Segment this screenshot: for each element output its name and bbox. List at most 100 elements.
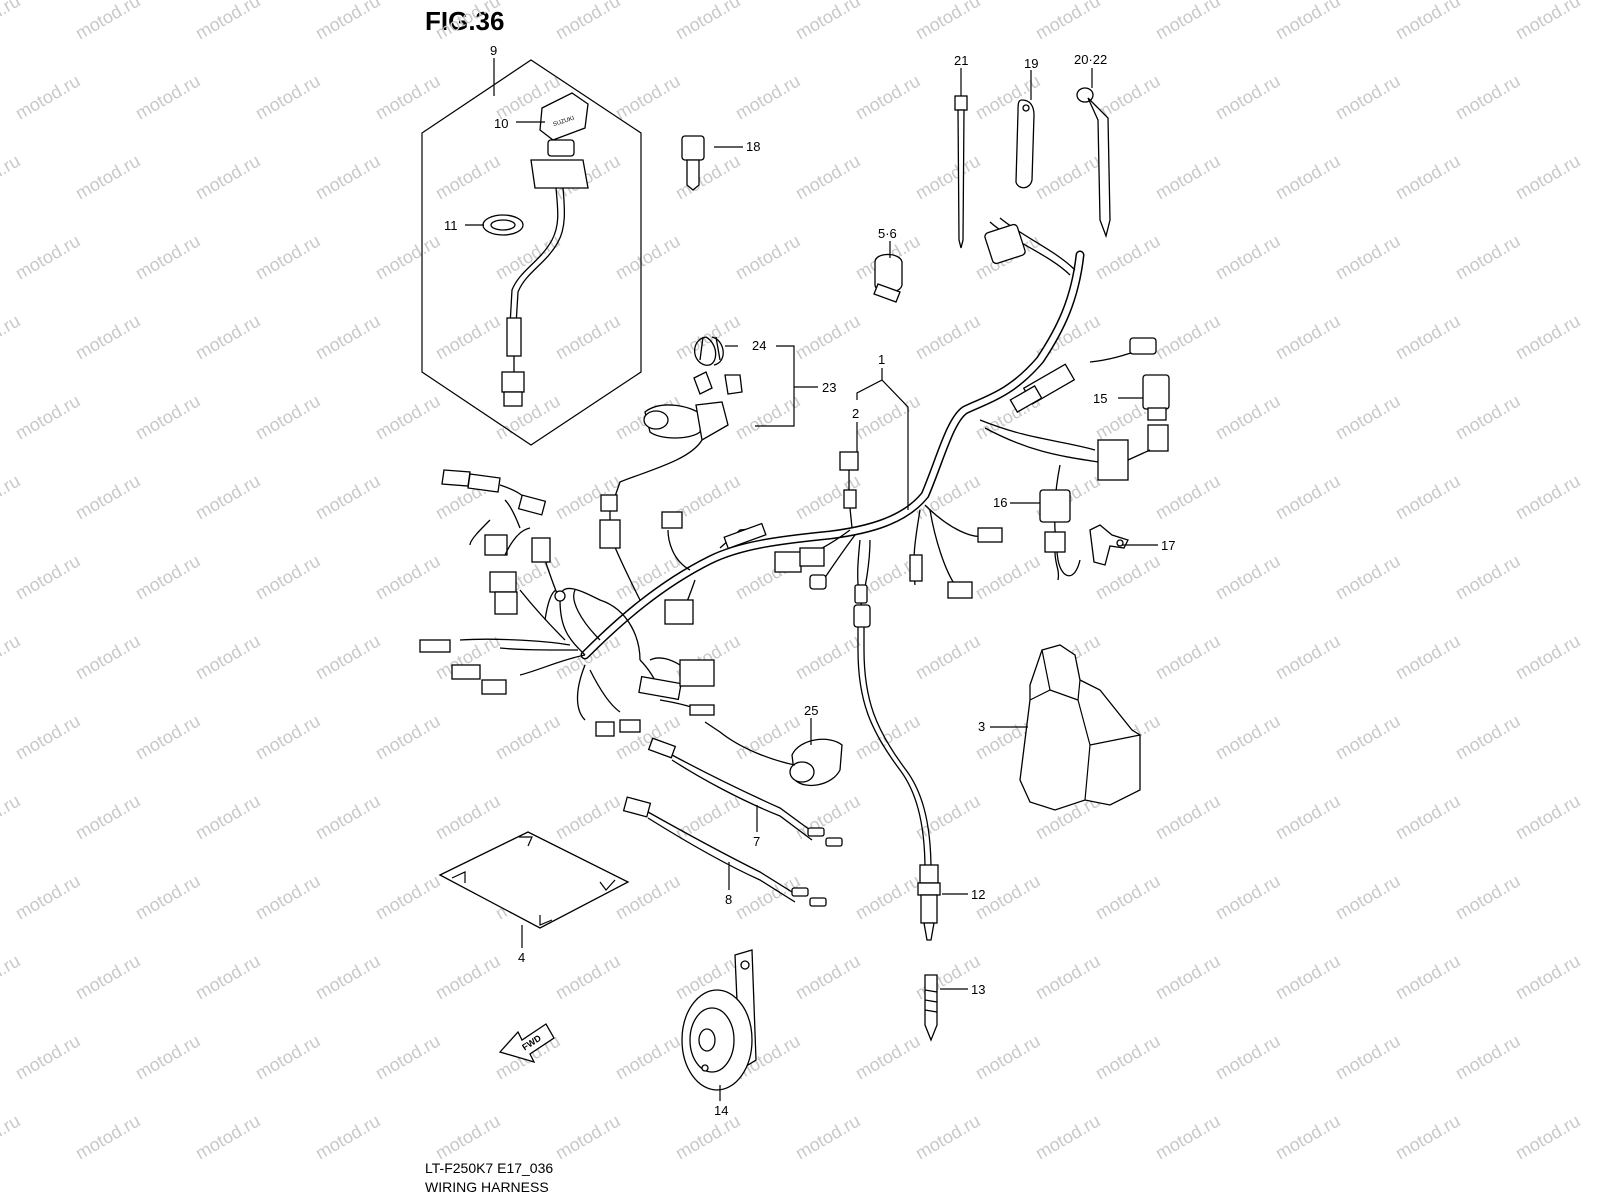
watermark-text: motod.ru <box>1152 311 1224 364</box>
clamp-19 <box>1015 99 1035 189</box>
watermark-text: motod.ru <box>492 391 564 444</box>
callout-3: 3 <box>978 719 985 734</box>
watermark-text: motod.ru <box>1092 1031 1164 1084</box>
watermark-text: motod.ru <box>1212 71 1284 124</box>
diagram-subtitle: WIRING HARNESS <box>425 1179 549 1195</box>
clamp-5-6 <box>873 253 903 303</box>
watermark-text: motod.ru <box>1392 791 1464 844</box>
callout-4: 4 <box>518 950 525 965</box>
watermark-text: motod.ru <box>1392 951 1464 1004</box>
watermark-text: motod.ru <box>792 151 864 204</box>
watermark-text: motod.ru <box>1392 471 1464 524</box>
watermark-text: motod.ru <box>192 471 264 524</box>
callout-8: 8 <box>725 892 732 907</box>
callout-10: 10 <box>494 116 508 131</box>
callout-1: 1 <box>878 352 885 367</box>
watermark-text: motod.ru <box>792 1111 864 1164</box>
watermark-text: motod.ru <box>132 551 204 604</box>
watermark-text: motod.ru <box>1212 871 1284 924</box>
ignition-kit-group-box <box>421 59 642 446</box>
watermark-text: motod.ru <box>312 0 384 43</box>
watermark-text: motod.ru <box>672 311 744 364</box>
watermark-text: motod.ru <box>912 151 984 204</box>
watermark-text: motod.ru <box>192 1111 264 1164</box>
watermark-text: motod.ru <box>0 951 24 1004</box>
harness-cover-3 <box>1019 644 1141 811</box>
watermark-text: motod.ru <box>912 311 984 364</box>
watermark-text: motod.ru <box>552 1111 624 1164</box>
watermark-text: motod.ru <box>1452 231 1524 284</box>
watermark-text: motod.ru <box>792 951 864 1004</box>
watermark-text: motod.ru <box>1452 711 1524 764</box>
callout-18: 18 <box>746 139 760 154</box>
watermark-text: motod.ru <box>1332 391 1404 444</box>
watermark-text: motod.ru <box>1032 951 1104 1004</box>
watermark-text: motod.ru <box>1272 631 1344 684</box>
watermark-text: motod.ru <box>432 311 504 364</box>
watermark-text: motod.ru <box>972 1031 1044 1084</box>
callout-7: 7 <box>753 834 760 849</box>
watermark-text: motod.ru <box>1272 151 1344 204</box>
model-code: LT-F250K7 E17_036 <box>425 1160 554 1176</box>
relay-16 <box>1039 489 1071 581</box>
watermark-text: motod.ru <box>132 1031 204 1084</box>
watermark-text: motod.ru <box>372 871 444 924</box>
watermark-text: motod.ru <box>1332 71 1404 124</box>
ignition-switch: SUZUKI <box>501 92 589 407</box>
bracket-17 <box>1089 524 1129 566</box>
watermark-text: motod.ru <box>1092 871 1164 924</box>
watermark-text: motod.ru <box>12 231 84 284</box>
watermark-text: motod.ru <box>432 791 504 844</box>
watermark-text: motod.ru <box>732 71 804 124</box>
watermark-text: motod.ru <box>1152 791 1224 844</box>
watermark-text: motod.ru <box>552 791 624 844</box>
watermark-text: motod.ru <box>1512 471 1584 524</box>
watermark-text: motod.ru <box>192 151 264 204</box>
watermark-text: motod.ru <box>1272 0 1344 43</box>
watermark-text: motod.ru <box>1152 951 1224 1004</box>
watermark-text: motod.ru <box>672 471 744 524</box>
watermark-text: motod.ru <box>1272 1111 1344 1164</box>
watermark-text: motod.ru <box>1452 871 1524 924</box>
watermark-text: motod.ru <box>12 391 84 444</box>
watermark-text: motod.ru <box>312 151 384 204</box>
fwd-arrow-icon: FWD <box>498 1023 555 1064</box>
callout-9: 9 <box>490 43 497 58</box>
watermark-text: motod.ru <box>252 71 324 124</box>
watermark-text: motod.ru <box>792 631 864 684</box>
watermark-text: motod.ru <box>552 951 624 1004</box>
watermark-text: motod.ru <box>552 311 624 364</box>
watermark-text: motod.ru <box>792 311 864 364</box>
watermark-text: motod.ru <box>1212 391 1284 444</box>
watermark-text: motod.ru <box>372 231 444 284</box>
watermark-text: motod.ru <box>192 311 264 364</box>
watermark-text: motod.ru <box>252 711 324 764</box>
main-wiring-harness <box>419 217 1169 737</box>
watermark-text: motod.ru <box>372 551 444 604</box>
watermark-text: motod.ru <box>192 631 264 684</box>
watermark-text: motod.ru <box>252 871 324 924</box>
watermark-text: motod.ru <box>1152 151 1224 204</box>
watermark-text: motod.ru <box>132 71 204 124</box>
watermark-text: motod.ru <box>1332 1031 1404 1084</box>
watermark-text: motod.ru <box>1452 391 1524 444</box>
brake-switch-assembly <box>611 336 743 506</box>
watermark-text: motod.ru <box>1212 551 1284 604</box>
watermark-text: motod.ru <box>732 231 804 284</box>
watermark-text: motod.ru <box>312 471 384 524</box>
watermark-text: motod.ru <box>732 871 804 924</box>
callout-2: 2 <box>852 406 859 421</box>
watermark-text: motod.ru <box>372 391 444 444</box>
watermark-text: motod.ru <box>852 71 924 124</box>
watermark-text: motod.ru <box>1332 551 1404 604</box>
watermark-text: motod.ru <box>552 0 624 43</box>
watermark-text: motod.ru <box>0 1111 24 1164</box>
watermark-text: motod.ru <box>792 0 864 43</box>
watermark-text: motod.ru <box>1272 951 1344 1004</box>
watermark-text: motod.ru <box>612 231 684 284</box>
watermark-text: motod.ru <box>1032 0 1104 43</box>
watermark-text: motod.ru <box>1272 791 1344 844</box>
cable-tie-20-22 <box>1076 87 1111 239</box>
watermark-text: motod.ru <box>72 1111 144 1164</box>
watermark-text: motod.ru <box>612 871 684 924</box>
